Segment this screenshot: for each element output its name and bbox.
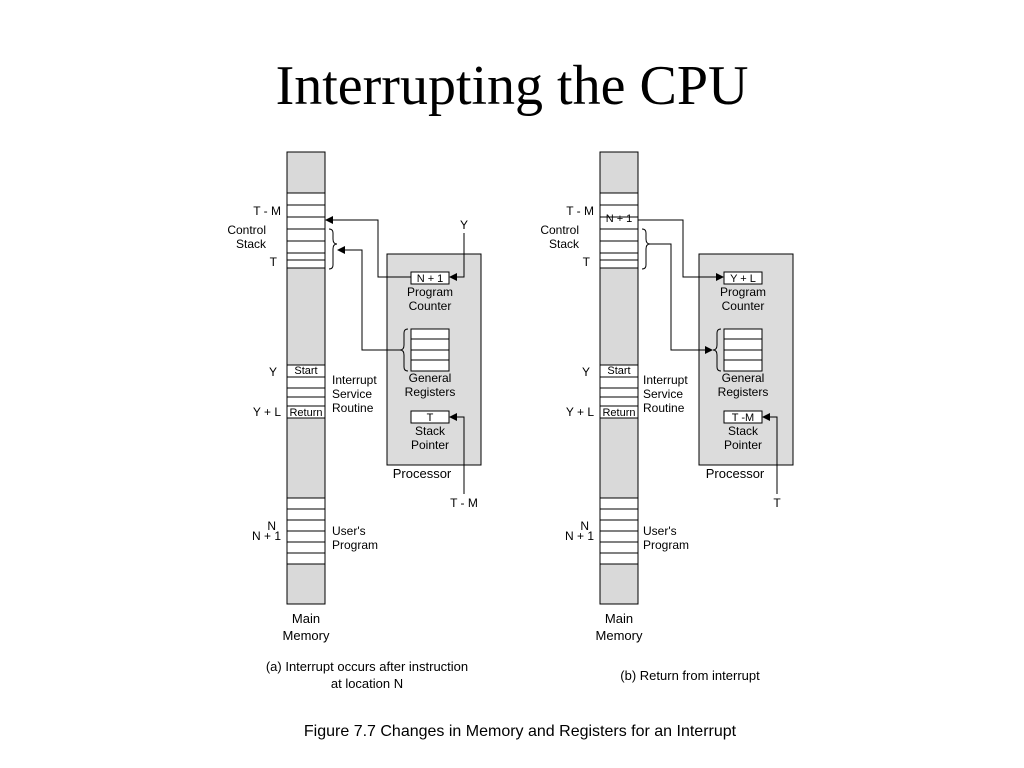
arrow-t-to-sp bbox=[762, 413, 778, 494]
program-counter-register bbox=[723, 271, 763, 285]
arrow-pc-to-stack bbox=[325, 216, 411, 278]
program-counter-label-2: Counter bbox=[409, 299, 452, 313]
user-program-label-1: User's bbox=[332, 524, 366, 538]
isr-label-1: Interrupt bbox=[332, 373, 377, 387]
addr-y-l: Y + L bbox=[253, 405, 281, 419]
stack-brace bbox=[328, 228, 338, 270]
addr-y: Y bbox=[582, 365, 590, 379]
program-counter-label-2: Counter bbox=[722, 299, 765, 313]
isr-label-1: Interrupt bbox=[643, 373, 688, 387]
isr-block bbox=[286, 364, 326, 419]
addr-n: N bbox=[267, 519, 276, 533]
stack-pointer-label-1: Stack bbox=[728, 424, 759, 438]
addr-n1: N + 1 bbox=[565, 529, 594, 543]
general-registers-label-1: General bbox=[722, 371, 765, 385]
start-label: Start bbox=[294, 365, 317, 377]
user-program-block bbox=[286, 497, 326, 565]
return-label: Return bbox=[289, 407, 322, 419]
user-program-block bbox=[599, 497, 639, 565]
main-memory-label-2: Memory bbox=[596, 628, 643, 643]
control-stack-label-2: Stack bbox=[549, 237, 580, 251]
figure-caption: Figure 7.7 Changes in Memory and Registe… bbox=[304, 723, 737, 740]
isr-block bbox=[599, 364, 639, 419]
stack-pointer-value: T -M bbox=[732, 412, 754, 424]
program-counter-label-1: Program bbox=[407, 285, 453, 299]
addr-y-l: Y + L bbox=[566, 405, 594, 419]
user-program-label-2: Program bbox=[332, 538, 378, 552]
panel-a: T - M Control Stack T Y Start Interrupt … bbox=[227, 151, 482, 691]
general-registers-label-2: Registers bbox=[405, 385, 456, 399]
control-stack-block bbox=[599, 192, 639, 269]
stack-brace bbox=[641, 228, 651, 270]
addr-t-m: T - M bbox=[253, 204, 281, 218]
arrow-registers-to-stack bbox=[337, 246, 400, 351]
stack-pointer-label-2: Pointer bbox=[411, 438, 449, 452]
stack-pointer-label-2: Pointer bbox=[724, 438, 762, 452]
caption-b: (b) Return from interrupt bbox=[620, 668, 760, 683]
control-stack-label-1: Control bbox=[227, 223, 266, 237]
control-stack-block bbox=[286, 192, 326, 269]
user-program-label-1: User's bbox=[643, 524, 677, 538]
addr-n1: N + 1 bbox=[252, 529, 281, 543]
addr-y: Y bbox=[269, 365, 277, 379]
sp-input-label: T bbox=[773, 496, 781, 510]
isr-label-3: Routine bbox=[643, 401, 685, 415]
isr-label-2: Service bbox=[643, 387, 683, 401]
stack-top-value: N + 1 bbox=[606, 213, 633, 225]
program-counter-value: N + 1 bbox=[417, 273, 444, 285]
user-program-label-2: Program bbox=[643, 538, 689, 552]
pc-input-label: Y bbox=[460, 218, 468, 232]
general-registers bbox=[723, 328, 763, 372]
stack-pointer-label-1: Stack bbox=[415, 424, 446, 438]
isr-label-2: Service bbox=[332, 387, 372, 401]
start-label: Start bbox=[607, 365, 630, 377]
panel-b: N + 1 T - M Control Stack T Y Start Inte… bbox=[540, 151, 794, 683]
addr-n: N bbox=[580, 519, 589, 533]
slide-title: Interrupting the CPU bbox=[275, 55, 749, 117]
return-label: Return bbox=[602, 407, 635, 419]
arrow-stack-to-registers bbox=[650, 243, 713, 354]
registers-brace bbox=[712, 328, 722, 372]
stack-pointer-value: T bbox=[427, 412, 434, 424]
program-counter-label-1: Program bbox=[720, 285, 766, 299]
arrow-stack-to-pc bbox=[638, 219, 724, 281]
main-memory-label-1: Main bbox=[605, 611, 633, 626]
arrow-tm-to-sp bbox=[449, 413, 465, 494]
control-stack-label-2: Stack bbox=[236, 237, 267, 251]
general-registers bbox=[410, 328, 450, 372]
processor-label: Processor bbox=[706, 466, 765, 481]
isr-label-3: Routine bbox=[332, 401, 374, 415]
sp-input-label: T - M bbox=[450, 496, 478, 510]
addr-t: T bbox=[583, 255, 591, 269]
program-counter-value: Y + L bbox=[730, 273, 756, 285]
addr-t-m: T - M bbox=[566, 204, 594, 218]
main-memory-label-2: Memory bbox=[283, 628, 330, 643]
caption-a-line1: (a) Interrupt occurs after instruction bbox=[266, 659, 468, 674]
addr-t: T bbox=[270, 255, 278, 269]
caption-a-line2: at location N bbox=[331, 676, 403, 691]
general-registers-label-2: Registers bbox=[718, 385, 769, 399]
arrow-y-to-pc bbox=[449, 233, 465, 281]
processor-label: Processor bbox=[393, 466, 452, 481]
control-stack-label-1: Control bbox=[540, 223, 579, 237]
main-memory-label-1: Main bbox=[292, 611, 320, 626]
general-registers-label-1: General bbox=[409, 371, 452, 385]
